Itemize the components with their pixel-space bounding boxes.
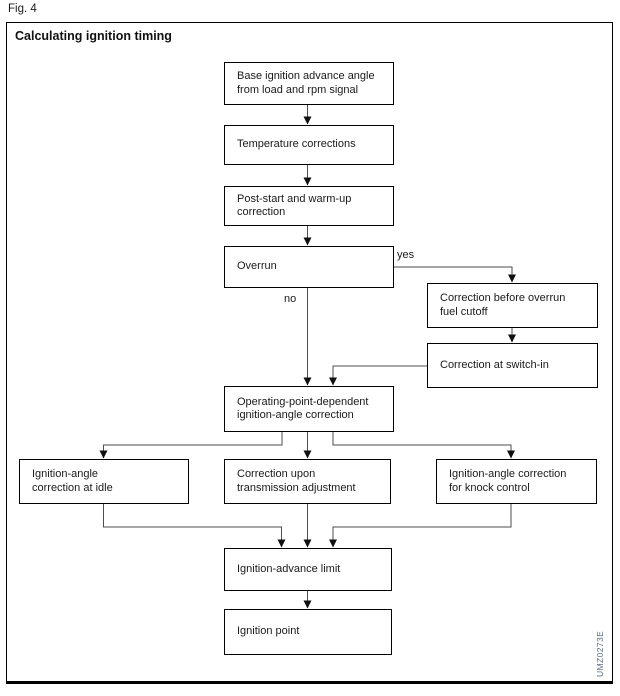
edge-label-yes: yes <box>397 249 415 261</box>
node-transmission-correction: Correction upon transmission adjustment <box>224 459 391 504</box>
node-correction-at-switch-in: Correction at switch-in <box>427 343 598 388</box>
node-base-ignition-advance: Base ignition advance angle from load an… <box>224 62 394 105</box>
watermark-code: UMZ0273E <box>595 630 605 678</box>
node-ignition-point: Ignition point <box>224 609 392 655</box>
node-knock-control-correction: Ignition-angle correction for knock cont… <box>436 459 597 504</box>
node-post-start-warm-up: Post-start and warm-up correction <box>224 186 394 226</box>
node-overrun: Overrun <box>224 246 394 288</box>
node-correction-before-cutoff: Correction before overrun fuel cutoff <box>427 283 598 328</box>
node-ignition-advance-limit: Ignition-advance limit <box>224 548 392 591</box>
edge-label-no: no <box>284 293 297 305</box>
node-temperature-corrections: Temperature corrections <box>224 125 394 165</box>
node-idle-correction: Ignition-angle correction at idle <box>19 459 189 504</box>
node-operating-point-correction: Operating-point-dependent ignition-angle… <box>224 386 394 432</box>
figure-label: Fig. 4 <box>8 3 37 15</box>
diagram-title: Calculating ignition timing <box>15 29 172 43</box>
